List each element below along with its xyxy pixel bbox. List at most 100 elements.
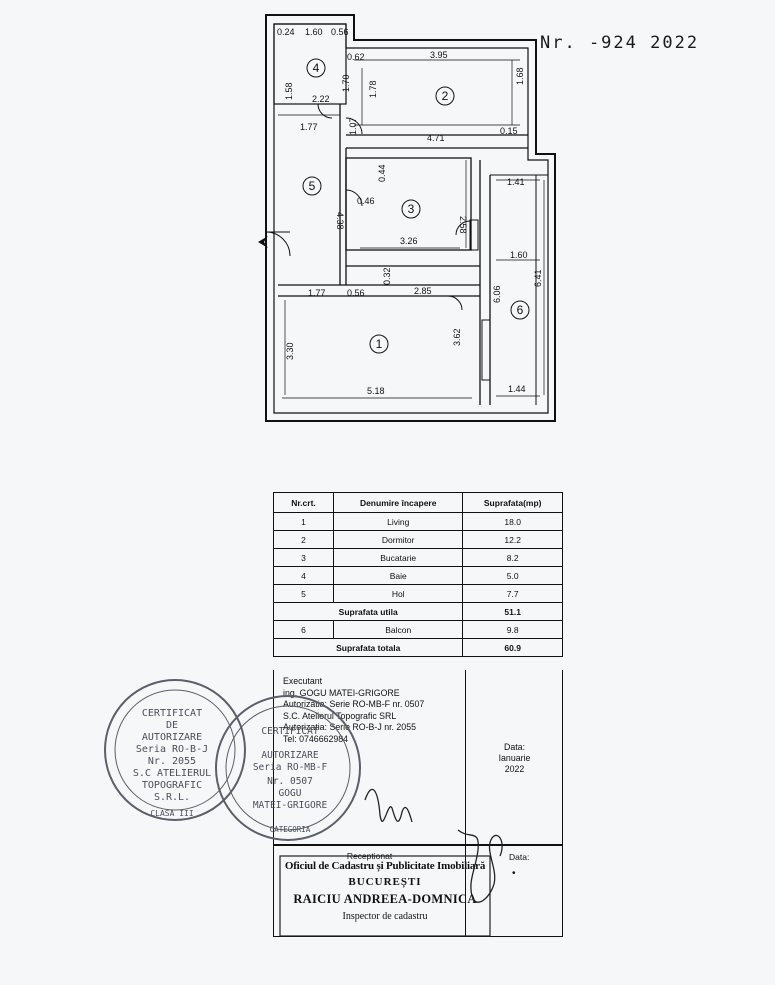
dim-label: 3.26 [400,236,418,246]
dim-label: 0.15 [500,126,518,136]
executor-date: Data: Ianuarie 2022 [465,742,564,775]
ocpi-office: Oficiul de Cadastru și Publicitate Imobi… [284,860,486,872]
cell-room-name: Baie [332,566,464,585]
dim-label: 1.68 [515,67,525,85]
dim-label: 1.77 [300,122,318,132]
dim-label: 0.62 [347,52,365,62]
cell-area: 9.8 [462,620,563,639]
bath-door-arc [317,103,333,119]
dim-label: 0.56 [331,27,349,37]
executor-line: Tel: 0746662984 [283,733,349,744]
room-label-6: 6 [517,303,524,317]
area-table: Nr.crt. Denumire încapere Suprafata(mp) … [272,492,563,657]
header-nr: Nr.crt. [273,492,334,513]
stamp-left-line: S.C ATELIERUL [133,768,211,779]
dim-label: 0.44 [377,164,387,182]
dim-label: 5.18 [367,386,385,396]
stamp-left-line: Nr. 2055 [148,756,196,767]
executor-line: ing. GOGU MATEI-GRIGORE [283,687,400,698]
cell-nr: 2 [273,530,334,549]
executor-lines: Executant ing. GOGU MATEI-GRIGORE Autori… [283,676,424,745]
dim-label: 3.62 [452,328,462,346]
dim-label: 0.46 [357,196,375,206]
dim-label: 1.70 [341,74,351,92]
usable-area-value: 51.1 [462,602,563,621]
executor-line: Autorizatia: Serie RO-MB-F nr. 0507 [283,699,425,709]
cell-area: 5.0 [462,566,563,585]
executor-cell: Executant ing. GOGU MATEI-GRIGORE Autori… [274,670,466,844]
living-door-arc [447,295,463,311]
stamp-left-line: TOPOGRAFIC [142,780,202,791]
floor-plan: 4 2 3 5 1 6 0.24 1.60 0.56 0.62 1.58 1.7… [258,14,556,422]
table-row: 2 Dormitor 12.2 [273,530,563,549]
cell-nr: 5 [273,584,334,603]
cell-room-name: Living [332,512,464,531]
outer-wall [265,14,556,422]
total-area-value: 60.9 [462,638,563,657]
dim-label: 0.24 [277,27,295,37]
cell-area: 18.0 [462,512,563,531]
company-stamp [104,679,246,821]
dim-label: 6.41 [533,269,543,287]
dim-label: 2.85 [414,286,432,296]
table-header-row: Nr.crt. Denumire încapere Suprafata(mp) [273,492,563,513]
stamp-left-line: CERTIFICAT [142,708,202,719]
entry-door-arc [265,231,291,257]
bathroom-walls [273,23,347,105]
bedroom-door-arc [345,117,363,135]
cell-nr: 1 [273,512,334,531]
stamp-left-line: S.R.L. [154,792,190,803]
dim-label: 1.58 [284,82,294,100]
dim-label: 1.78 [368,80,378,98]
reception-date-value: • [512,868,516,879]
table-row: 6 Balcon 9.8 [273,620,563,639]
dim-label: 4.71 [427,133,445,143]
usable-area-label: Suprafata utila [272,602,464,621]
date-year: 2022 [504,764,525,774]
table-row: 1 Living 18.0 [273,512,563,531]
stamp-left-line: AUTORIZARE [142,732,202,743]
cell-area: 7.7 [462,584,563,603]
dim-label: 2.22 [312,94,330,104]
cell-room-name: Bucatarie [332,548,464,567]
stamp-left-line: Seria RO-B-J [136,744,208,755]
balcony-door-arc [455,220,471,236]
stamp-left-line: DE [166,720,178,731]
executor-line: Autorizatia: Serie RO-B-J nr. 2055 [283,722,416,732]
total-area-label: Suprafata totala [272,638,464,657]
dim-label: 4.38 [335,212,345,230]
cell-area: 12.2 [462,530,563,549]
document-number: Nr. -924 2022 [540,33,700,53]
dim-label: 1.77 [308,288,326,298]
table-row: 5 Hol 7.7 [273,584,563,603]
room-label-4: 4 [313,61,320,75]
dim-label: 0.56 [347,288,365,298]
date-label: Data: [503,742,526,752]
executor-line: S.C. Atelierul Topografic SRL [283,710,397,721]
ocpi-inspector-name: RAICIU ANDREEA-DOMNICA [293,892,477,906]
entry-arrow-icon [258,236,268,248]
dim-label: 0.32 [382,267,392,285]
dim-label: 1.07 [348,117,358,135]
usable-area-row: Suprafata utila 51.1 [272,602,563,621]
table-row: 3 Bucatarie 8.2 [273,548,563,567]
dim-label: 3.30 [285,342,295,360]
executor-block: Executant ing. GOGU MATEI-GRIGORE Autori… [273,670,563,845]
dim-label: 1.44 [508,384,526,394]
room-label-5: 5 [309,179,316,193]
ocpi-city: BUCUREȘTI [348,876,422,888]
ocpi-stamp: Oficiul de Cadastru și Publicitate Imobi… [280,858,490,936]
ocpi-inspector-title: Inspector de cadastru [342,911,428,922]
room-label-2: 2 [442,89,449,103]
cell-nr: 3 [273,548,334,567]
table-row: 4 Baie 5.0 [273,566,563,585]
reception-date-label: Data: [509,852,530,862]
stamp-left-bottom: CLASA III [150,809,194,818]
cell-nr: 4 [273,566,334,585]
executor-line: Executant [283,676,323,686]
kitchen-door-arc [345,189,363,207]
header-room-name: Denumire încapere [332,492,464,513]
dim-label: 6.06 [492,285,502,303]
dim-label: 1.60 [510,250,528,260]
room-label-3: 3 [408,202,415,216]
